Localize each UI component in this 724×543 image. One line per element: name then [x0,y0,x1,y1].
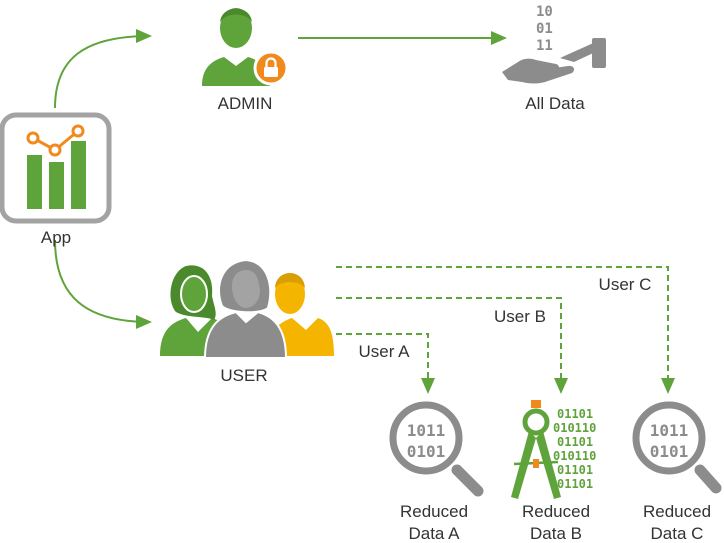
admin-lock-icon [202,8,289,86]
compass-bits-6: 01101 [557,477,593,491]
compass-bits-1: 01101 [557,407,593,421]
user-c-dashed-arrow [336,266,675,394]
app-chart-icon [0,112,112,224]
app-to-admin-arrow [54,29,152,109]
magnifier-icon-c: 1011 0101 [632,401,722,494]
reduced-data-c-line2: Data C [651,524,704,543]
all-data-label: All Data [525,94,585,113]
user-label: USER [220,366,267,385]
admin-label: ADMIN [218,94,273,113]
users-group-icon [160,258,334,359]
magnifier-icon-a: 1011 0101 [389,401,484,497]
app-label: App [41,228,71,247]
all-data-bits-2: 01 [536,21,553,37]
magnifier-c-bits-2: 0101 [650,442,689,461]
reduced-data-c-line1: Reduced [643,502,711,521]
user-c-edge-label: User C [599,275,652,294]
app-to-user-arrow [54,239,152,329]
hand-data-icon: 10 01 11 [502,4,606,84]
user-b-dashed-arrow [336,297,568,394]
all-data-bits-1: 10 [536,4,553,20]
compass-bits-5: 01101 [557,463,593,477]
reduced-data-a-line2: Data A [408,524,460,543]
compass-bits-2: 010110 [553,421,596,435]
compass-bits-3: 01101 [557,435,593,449]
reduced-data-a-line1: Reduced [400,502,468,521]
user-b-figure [203,310,288,359]
compass-icon: 01101 010110 01101 010110 01101 01101 [511,400,596,499]
user-a-edge-label: User A [358,342,410,361]
compass-bits-4: 010110 [553,449,596,463]
user-b-edge-label: User B [494,307,546,326]
connectors [54,29,675,394]
magnifier-a-bits-1: 1011 [407,421,446,440]
all-data-bits-3: 11 [536,38,553,54]
magnifier-c-bits-1: 1011 [650,421,689,440]
magnifier-a-bits-2: 0101 [407,442,446,461]
reduced-data-b-line2: Data B [530,524,582,543]
reduced-data-b-line1: Reduced [522,502,590,521]
user-a-dashed-arrow [336,333,435,394]
